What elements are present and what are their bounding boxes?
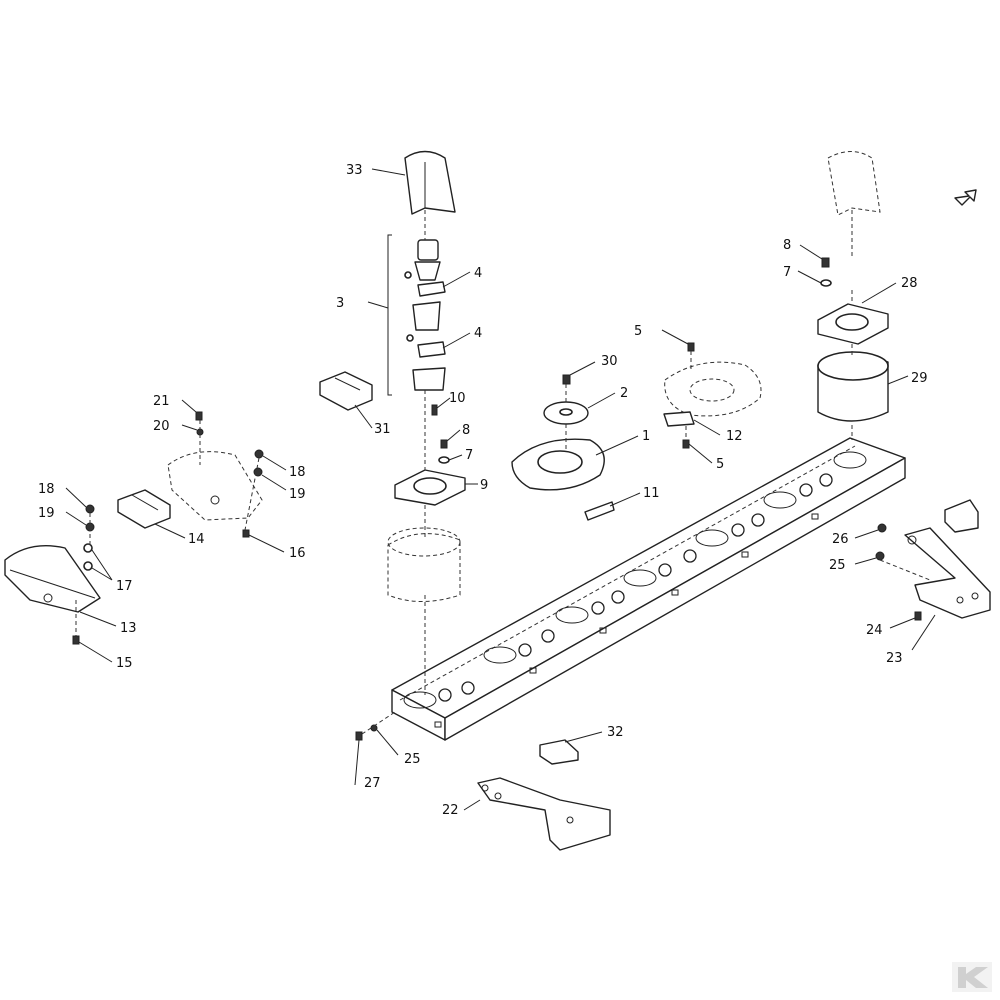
part-25-washer-right — [875, 551, 885, 561]
callout-32: 32 — [607, 725, 624, 740]
part-10-bolt — [431, 404, 438, 416]
callout-12: 12 — [726, 429, 743, 444]
part-16-bolt — [242, 529, 250, 538]
callout-33: 33 — [346, 163, 363, 178]
part-31-guard — [319, 371, 373, 411]
callout-13: 13 — [120, 621, 137, 636]
callout-2: 2 — [620, 386, 628, 401]
part-33-cover-dashed — [827, 151, 881, 216]
callout-30: 30 — [601, 354, 618, 369]
part-24-bolt — [914, 611, 922, 621]
part-13-skid — [4, 545, 101, 613]
callout-4b: 4 — [474, 326, 482, 341]
callout-28: 28 — [901, 276, 918, 291]
part-26-nut — [877, 523, 887, 533]
part-15-bolt — [72, 635, 80, 645]
callout-23: 23 — [886, 651, 903, 666]
callout-20: 20 — [153, 419, 170, 434]
callout-5b: 5 — [716, 457, 724, 472]
callout-11: 11 — [643, 486, 660, 501]
callout-29: 29 — [911, 371, 928, 386]
part-29-housing — [817, 351, 889, 422]
part-11-blade — [584, 501, 615, 521]
cutter-bar — [391, 437, 906, 741]
part-28-flange — [817, 303, 889, 345]
part-3-driveshaft — [367, 234, 446, 396]
arrow-up-right-icon — [954, 189, 977, 206]
bearing-housing-left — [387, 527, 461, 602]
callout-8a: 8 — [462, 423, 470, 438]
part-30-bolt — [562, 374, 571, 385]
part-7-washer-left — [438, 456, 450, 464]
part-1-disc — [511, 438, 605, 491]
part-5-bolt-lower — [682, 439, 690, 449]
callout-15: 15 — [116, 656, 133, 671]
part-33-cover — [404, 150, 456, 215]
callout-26: 26 — [832, 532, 849, 547]
callout-24: 24 — [866, 623, 883, 638]
part-22-mount-bracket — [477, 777, 611, 851]
part-18-nut-upper — [254, 449, 264, 459]
part-12-blade — [663, 411, 695, 427]
k-logo-icon — [952, 962, 992, 992]
callout-1: 1 — [642, 429, 650, 444]
callout-22: 22 — [442, 803, 459, 818]
callout-4a: 4 — [474, 266, 482, 281]
callout-10: 10 — [449, 391, 466, 406]
callout-16: 16 — [289, 546, 306, 561]
callout-7b: 7 — [783, 265, 791, 280]
callout-5a: 5 — [634, 324, 642, 339]
part-32-bracket — [539, 739, 579, 765]
callout-27: 27 — [364, 776, 381, 791]
callout-8b: 8 — [783, 238, 791, 253]
callout-9: 9 — [480, 478, 488, 493]
part-20-shield — [167, 451, 263, 521]
callout-31: 31 — [374, 422, 391, 437]
callout-19a: 19 — [289, 487, 306, 502]
callout-18b: 18 — [38, 482, 55, 497]
part-19-washer-upper — [253, 467, 263, 477]
callout-25a: 25 — [829, 558, 846, 573]
part-23-mount-bracket — [904, 527, 991, 619]
callout-18a: 18 — [289, 465, 306, 480]
part-5-bolt-upper — [687, 342, 695, 352]
part-14-guard — [117, 489, 171, 529]
part-8-bolt-left — [440, 439, 448, 449]
callout-3: 3 — [336, 296, 344, 311]
part-9-bearing-flange — [394, 469, 466, 506]
part-small-bracket-right — [944, 499, 979, 533]
part-27-bolt — [355, 731, 363, 741]
callout-7a: 7 — [465, 448, 473, 463]
part-12-disc-dashed — [664, 361, 762, 417]
callout-17: 17 — [116, 579, 133, 594]
callout-25b: 25 — [404, 752, 421, 767]
part-21-bolt — [195, 411, 203, 421]
callout-14: 14 — [188, 532, 205, 547]
part-17-washers — [83, 543, 93, 571]
part-8-bolt-right — [821, 257, 830, 268]
part-18-nut-lower — [85, 504, 95, 514]
part-2-hub — [543, 401, 589, 425]
part-7-washer-right — [820, 279, 832, 287]
callout-21: 21 — [153, 394, 170, 409]
callout-19b: 19 — [38, 506, 55, 521]
